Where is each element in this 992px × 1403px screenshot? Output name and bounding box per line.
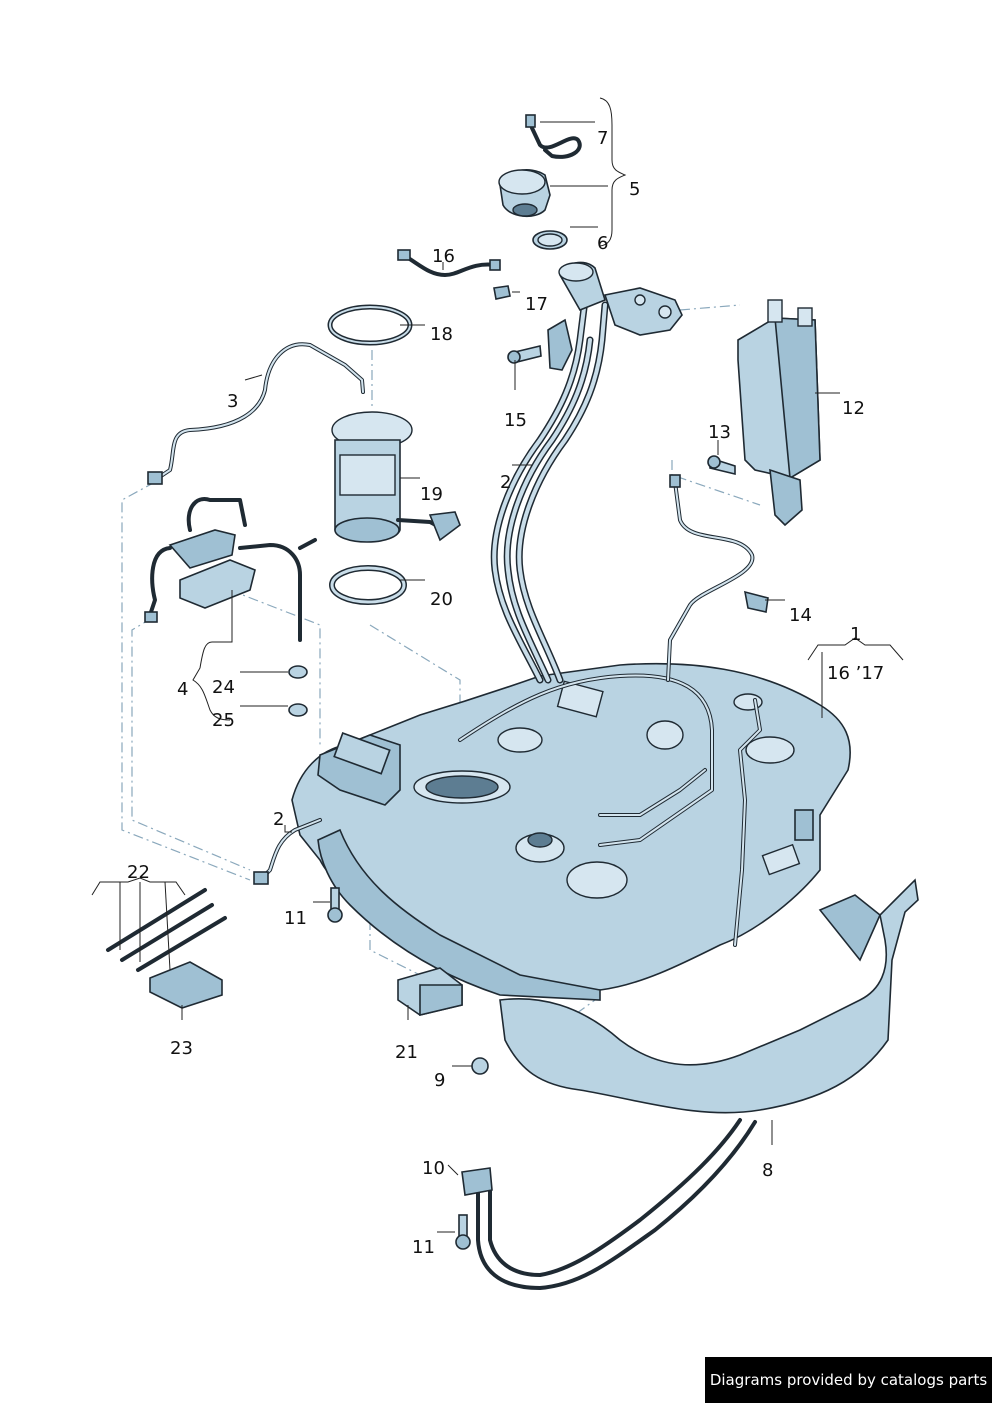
fuel-pump-module [331,411,461,543]
vent-line [666,455,769,682]
fuel-tank [291,662,851,1001]
carbon-canister [737,299,821,527]
fuel-line-3 [147,342,365,485]
callout-8: 8 [762,1160,773,1181]
callout-6: 6 [597,233,608,254]
fuel-filter-assembly-4 [144,497,317,642]
callout-7: 7 [597,128,608,149]
callout-14: 14 [789,605,812,626]
callout-22: 22 [127,862,150,883]
callout-1: 1 [850,624,861,645]
callout-2-upper: 2 [500,472,511,493]
bolt-11-lower [455,1214,471,1250]
callout-18: 18 [430,324,453,345]
callout-labels: 1 2 2 3 4 5 6 7 8 9 10 11 11 12 13 14 15… [127,128,884,1258]
bolt-15 [507,345,542,364]
callout-3: 3 [227,391,238,412]
callout-2-lower: 2 [273,809,284,830]
fuel-lines-22 [106,888,227,1009]
callout-16: 16 [432,246,455,267]
callout-10: 10 [422,1158,445,1179]
seal-ring-20 [329,565,407,605]
locking-ring-18 [327,304,413,346]
callout-21: 21 [395,1042,418,1063]
filler-cap-assembly [498,114,582,250]
callout-leader-lines [91,97,904,1233]
callout-11-lower: 11 [412,1237,435,1258]
fuel-line-2-lower [253,818,322,885]
callout-25: 25 [212,710,235,731]
connector-21 [397,967,463,1017]
tension-strap-8 [461,878,919,1290]
callout-4: 4 [177,679,188,700]
watermark-banner: Diagrams provided by catalogs parts [705,1357,992,1403]
callout-23: 23 [170,1038,193,1059]
nut-9 [471,1057,489,1075]
hose-clamps [288,665,308,717]
filler-neck-pipe [490,261,683,684]
callout-12: 12 [842,398,865,419]
callout-5: 5 [629,179,640,200]
callout-17: 17 [525,294,548,315]
watermark-text: Diagrams provided by catalogs parts [709,1371,988,1389]
callout-13: 13 [708,422,731,443]
callout-16-17: 16 ’17 [827,663,884,684]
callout-24: 24 [212,677,235,698]
wiring-harness-16 [397,249,511,300]
callout-20: 20 [430,589,453,610]
callout-9: 9 [434,1070,445,1091]
callout-11-upper: 11 [284,908,307,929]
callout-15: 15 [504,410,527,431]
bolt-11-upper [327,887,343,923]
callout-19: 19 [420,484,443,505]
